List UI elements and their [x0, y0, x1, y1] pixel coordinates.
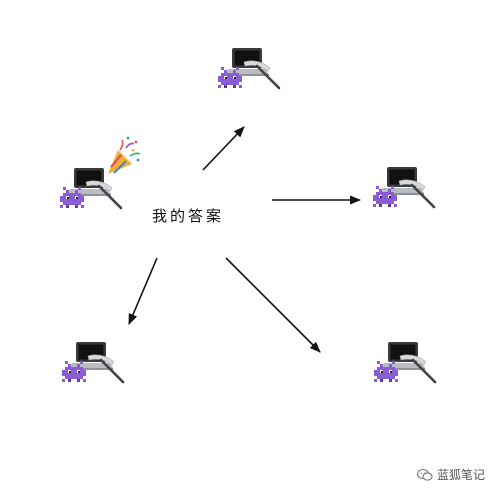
arrow-to-bottom-left — [128, 257, 158, 326]
laptop-miner-icon — [374, 342, 435, 382]
arrow-to-bottom-right — [225, 257, 321, 353]
laptop-miner-icon — [60, 168, 121, 208]
center-label: 我的答案 — [152, 207, 225, 225]
wechat-icon — [416, 468, 433, 481]
party-popper-icon — [106, 135, 142, 176]
node-bottom-right — [374, 342, 435, 382]
node-bottom-left — [62, 342, 123, 382]
node-left — [60, 168, 121, 208]
node-right — [373, 167, 434, 207]
laptop-miner-icon — [373, 167, 434, 207]
laptop-miner-icon — [62, 342, 123, 382]
arrow-to-top — [202, 126, 245, 171]
node-top — [218, 48, 279, 88]
watermark-text: 蓝狐笔记 — [436, 468, 485, 482]
laptop-miner-icon — [218, 48, 279, 88]
watermark: 蓝狐笔记 — [416, 466, 485, 483]
